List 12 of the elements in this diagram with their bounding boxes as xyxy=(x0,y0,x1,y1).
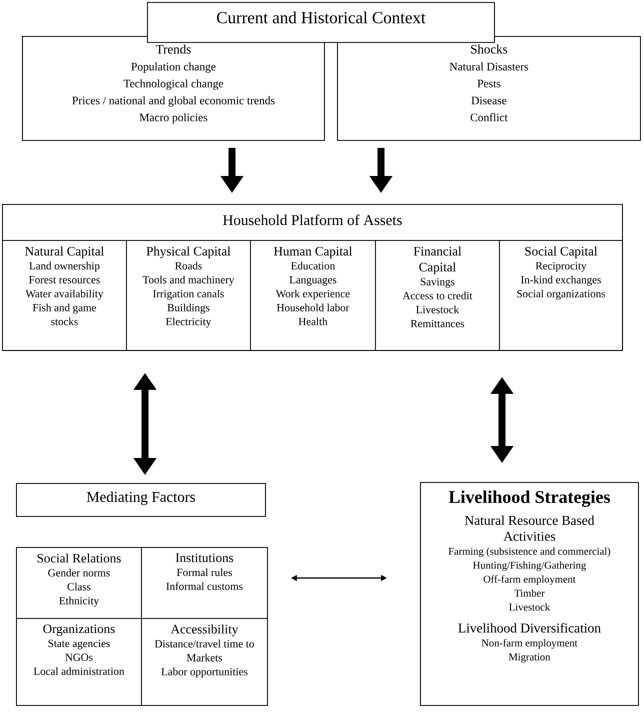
mediating-factors-box: Mediating Factors xyxy=(16,483,266,517)
factor-cell: Accessibility Distance/travel time to Markets Labor opportunities xyxy=(141,618,268,706)
capital-cell: Physical Capital Roads Tools and machinery Irrigation canals Buildings Electricity xyxy=(126,240,251,351)
factor-cell: Institutions Formal rules Informal customs xyxy=(141,547,268,619)
context-box: Current and Historical Context xyxy=(147,2,495,43)
capital-cell: Human Capital Education Languages Work experience Household labor Health xyxy=(250,240,376,351)
factor-cell: Organizations State agencies NGOs Local administration xyxy=(16,618,142,706)
livelihood-strategies-box: Livelihood Strategies Natural Resource Based Activities Farming (subsistence and commercial) Hunting/Fishing/Gathering Off-farm employment Timber Livestock Livelihood Diversification Non-farm employment Migration xyxy=(420,482,639,706)
capital-cell: Social Capital Reciprocity In-kind exchanges Social organizations xyxy=(499,240,623,351)
factor-cell: Social Relations Gender norms Class Ethnicity xyxy=(16,547,142,619)
capital-cell: Natural Capital Land ownership Forest resources Water availability Fish and game stocks xyxy=(2,240,127,351)
capital-cell: Financial Capital Savings Access to credit Livestock Remittances xyxy=(375,240,500,351)
